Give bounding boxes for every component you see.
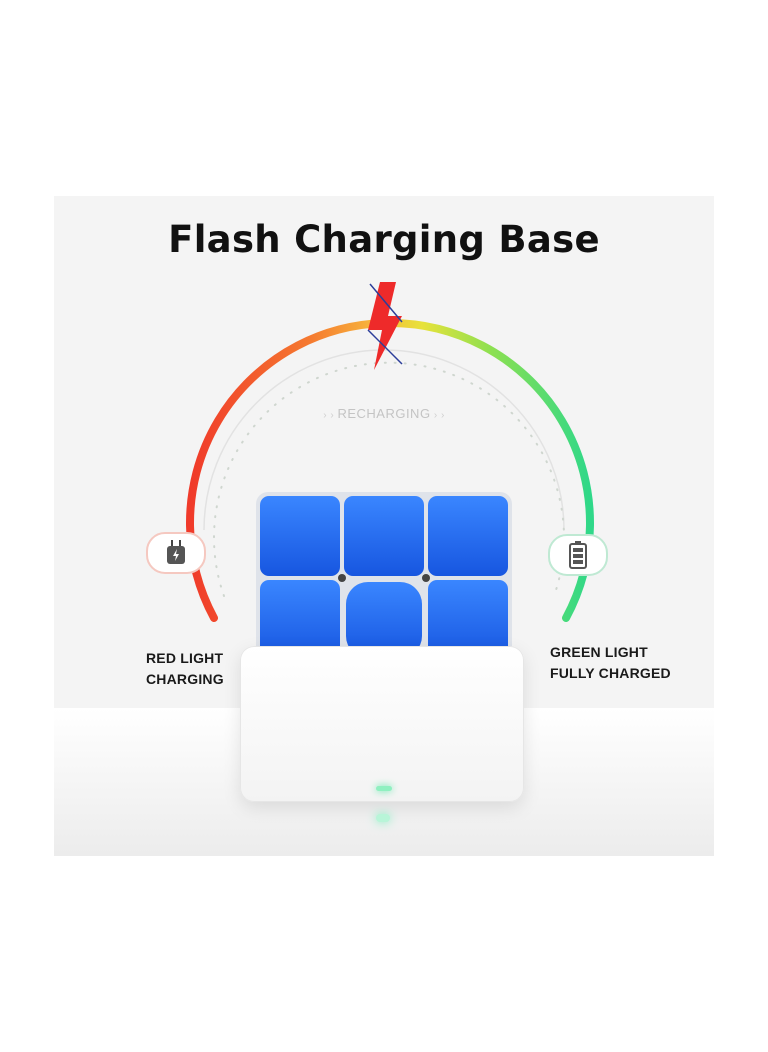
recharging-indicator: › › RECHARGING › ›: [54, 406, 714, 421]
recharging-label: RECHARGING: [337, 406, 431, 421]
product-panel: Flash Charging Base › › RECHARGING › ›: [54, 196, 714, 856]
green-light-line2: FULLY CHARGED: [550, 665, 671, 681]
page-title: Flash Charging Base: [168, 218, 600, 261]
chevron-right-icon: › ›: [323, 410, 338, 421]
full-badge: [548, 534, 608, 576]
plug-charging-icon: [167, 540, 185, 564]
status-led: [376, 786, 392, 791]
charging-badge: [146, 532, 206, 574]
battery-full-icon: [569, 541, 587, 569]
green-light-label: GREEN LIGHT FULLY CHARGED: [550, 642, 671, 684]
chevron-right-icon: › ›: [430, 410, 445, 421]
green-light-line1: GREEN LIGHT: [550, 644, 648, 660]
red-light-label: RED LIGHT CHARGING: [146, 648, 224, 690]
red-light-line2: CHARGING: [146, 671, 224, 687]
led-reflection: [376, 814, 390, 822]
charging-base: [240, 646, 524, 802]
red-light-line1: RED LIGHT: [146, 650, 224, 666]
lightning-bolt-icon: [367, 282, 403, 370]
magnetic-cube: [256, 492, 512, 692]
